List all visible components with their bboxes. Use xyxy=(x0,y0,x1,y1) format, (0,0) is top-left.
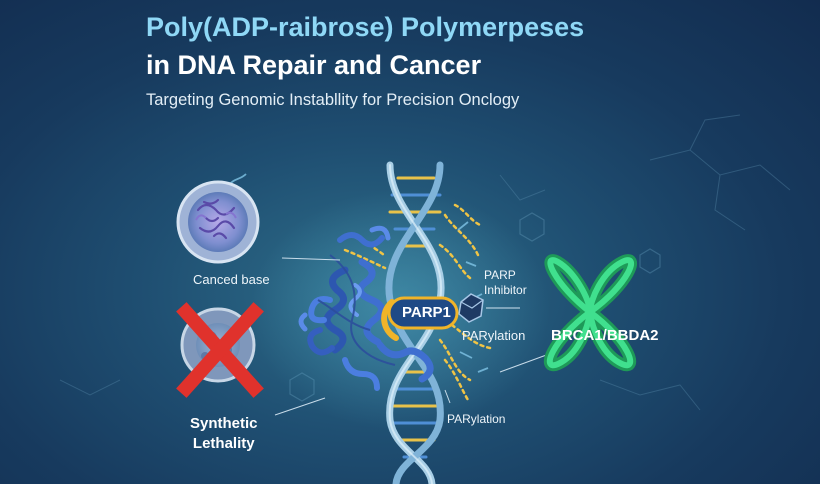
synthetic-lethality-line2: Lethality xyxy=(192,435,255,452)
parp1-backbone-icon xyxy=(317,254,396,366)
brca-label: BRCA1/BBDA2 xyxy=(551,327,659,344)
parp1-protein-icon xyxy=(298,225,434,391)
page-title: Poly(ADP-raibrose) Polymerpeses xyxy=(146,12,585,42)
background-network xyxy=(59,114,791,411)
red-cross-icon xyxy=(176,302,264,398)
brca-ribbon-icon xyxy=(543,254,637,372)
page-title-line2: in DNA Repair and Cancer xyxy=(146,50,482,80)
parp-inhibitor-line1: PARP xyxy=(484,268,516,282)
parp1-label: PARP1 xyxy=(402,304,451,321)
synthetic-lethality-line1: Synthetic xyxy=(190,415,258,432)
parp1-ring-icon xyxy=(381,299,399,341)
parylation-label-lower: PARylation xyxy=(447,412,506,426)
dna-helix-icon xyxy=(385,161,445,484)
parp-inhibitor-line2: Inhibitor xyxy=(484,283,527,297)
parp-inhibitor-icon xyxy=(458,293,520,323)
cancer-cell-icon xyxy=(176,180,260,264)
page-subtitle: Targeting Genomic Instabllity for Precis… xyxy=(146,91,520,109)
cancer-cell-label: Canced base xyxy=(193,272,270,287)
parylation-label-upper: PARylation xyxy=(462,328,526,343)
parp-inhibitor-label: PARP Inhibitor xyxy=(484,268,527,298)
synthetic-lethality-label: Synthetic Lethality xyxy=(190,414,258,454)
parp1-tag xyxy=(387,296,459,330)
